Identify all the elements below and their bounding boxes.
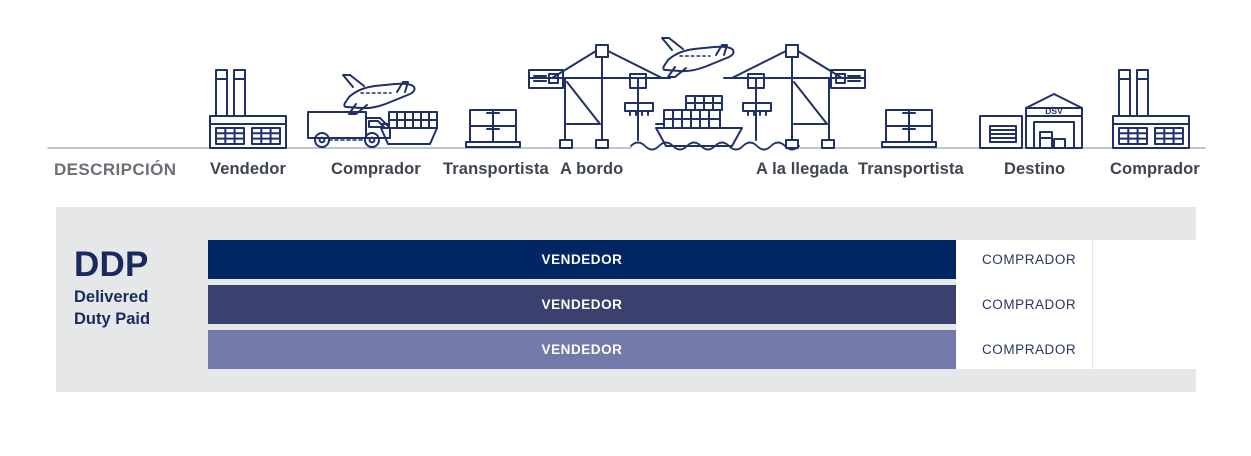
airplane-icon-right <box>661 37 735 78</box>
stage-label-destino: Destino <box>1004 160 1066 178</box>
incoterm-code: DDP <box>74 245 149 284</box>
seller-bar-label: VENDEDOR <box>541 252 623 267</box>
illustration-band: DSV <box>0 0 1251 152</box>
buyer-column-gap-divider-2 <box>1092 324 1093 330</box>
description-heading: DESCRIPCIÓN <box>54 160 177 179</box>
stage-label-comprador-final: Comprador <box>1110 160 1200 178</box>
stage-label-vendedor: Vendedor <box>210 160 286 178</box>
stage-label-transportista-1: Transportista <box>443 160 549 178</box>
seller-responsibility-bar: VENDEDOR <box>208 285 956 324</box>
port-crane-icon <box>528 44 671 149</box>
warehouse-brand-label: DSV <box>1045 106 1063 116</box>
port-crane-arrival-icon <box>723 44 866 149</box>
seller-bar-label: VENDEDOR <box>541 297 623 312</box>
buyer-cell-divider <box>1092 240 1093 279</box>
seller-responsibility-bar: VENDEDOR <box>208 330 956 369</box>
container-ship-icon-large <box>655 95 743 147</box>
incoterm-name-line-2: Duty Paid <box>74 309 151 328</box>
factory-icon-end <box>1112 69 1190 149</box>
warehouse-icon <box>979 93 1083 149</box>
buyer-responsibility-cell: COMPRADOR <box>956 285 1196 324</box>
factory-icon <box>209 69 287 149</box>
table-row: VENDEDOR COMPRADOR <box>208 240 1196 279</box>
buyer-responsibility-cell: COMPRADOR <box>956 330 1196 369</box>
seller-bar-label: VENDEDOR <box>541 342 623 357</box>
stage-label-row: DESCRIPCIÓN Vendedor Comprador Transport… <box>0 160 1251 190</box>
stage-label-a-bordo: A bordo <box>560 160 624 178</box>
container-ship-icon-small <box>380 111 438 145</box>
pallet-icon-right <box>881 109 937 148</box>
buyer-column-gap-1 <box>956 279 1196 285</box>
pallet-icon-left <box>465 109 521 148</box>
buyer-column-gap-divider-1 <box>1092 279 1093 285</box>
incoterm-name-line-1: Delivered <box>74 288 149 307</box>
buyer-cell-label: COMPRADOR <box>982 342 1077 357</box>
incoterm-block: DDP Delivered Duty Paid <box>74 245 208 330</box>
incoterm-name: Delivered Duty Paid <box>74 287 208 329</box>
buyer-cell-divider <box>1092 330 1093 369</box>
buyer-cell-label: COMPRADOR <box>982 252 1077 267</box>
stage-label-comprador: Comprador <box>331 160 421 178</box>
buyer-column-gap-2 <box>956 324 1196 330</box>
table-row: VENDEDOR COMPRADOR <box>208 330 1196 369</box>
stage-label-a-la-llegada: A la llegada <box>756 160 849 178</box>
supply-chain-illustration: DSV <box>47 37 1206 151</box>
stage-label-transportista-2: Transportista <box>858 160 964 178</box>
buyer-cell-divider <box>1092 285 1093 324</box>
table-row: VENDEDOR COMPRADOR <box>208 285 1196 324</box>
truck-icon <box>307 111 391 148</box>
incoterm-matrix-panel: DDP Delivered Duty Paid VENDEDOR COMPRAD… <box>56 207 1196 392</box>
airplane-icon-left <box>342 74 416 115</box>
buyer-responsibility-cell: COMPRADOR <box>956 240 1196 279</box>
buyer-cell-label: COMPRADOR <box>982 297 1077 312</box>
seller-responsibility-bar: VENDEDOR <box>208 240 956 279</box>
